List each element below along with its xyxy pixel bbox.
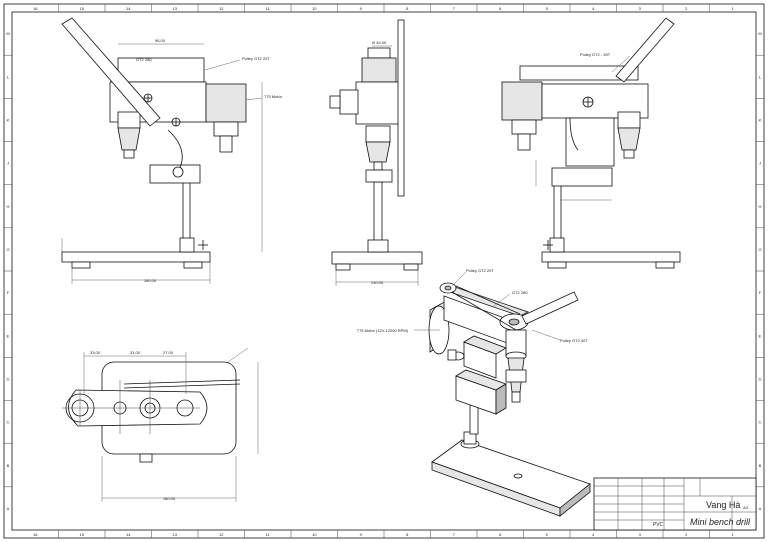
zone-row-label: K — [759, 117, 762, 122]
title-block: Vang Hà Mini bench drill PVC A3 — [593, 477, 757, 531]
front-base-dim: 180.00 — [144, 278, 157, 283]
zone-row-label: D — [7, 376, 10, 381]
zone-column-label: 4 — [592, 6, 595, 11]
zone-row-label: F — [759, 290, 762, 295]
zone-row-label: C — [7, 420, 10, 425]
zone-column-label: 7 — [453, 532, 456, 537]
front-width-dim: 96.00 — [155, 38, 166, 43]
title-drawing-name: Mini bench drill — [690, 517, 751, 527]
zone-row-label: G — [758, 247, 761, 252]
zone-column-label: 8 — [406, 532, 409, 537]
zone-column-label: 15 — [80, 6, 85, 11]
zone-row-label: L — [7, 74, 10, 79]
rear-pulley-label: Pulley GT2 - 40T — [580, 52, 611, 57]
zone-row-label: E — [759, 333, 762, 338]
side-base-dim: 130.00 — [371, 280, 384, 285]
zone-column-label: 13 — [173, 532, 178, 537]
zone-column-label: 13 — [173, 6, 178, 11]
zone-row-label: A — [7, 506, 10, 511]
zone-row-label: B — [759, 463, 762, 468]
zone-row-label: J — [7, 161, 9, 166]
zone-column-label: 2 — [685, 532, 688, 537]
zone-row-label: J — [759, 161, 761, 166]
zone-column-label: 15 — [80, 532, 85, 537]
zone-row-label: M — [758, 31, 761, 36]
zone-column-label: 6 — [499, 532, 502, 537]
zone-row-label: L — [759, 74, 762, 79]
title-author: Vang Hà — [706, 500, 740, 510]
zone-row-label: F — [7, 290, 10, 295]
zone-row-label: H — [7, 204, 10, 209]
rear-view: Pulley GT2 - 40T — [501, 17, 681, 269]
zone-row-label: C — [759, 420, 762, 425]
top-d3-dim: 27.00 — [163, 350, 174, 355]
zone-column-label: 7 — [453, 6, 456, 11]
zone-row-label: A — [759, 506, 762, 511]
zone-column-label: 5 — [546, 6, 549, 11]
iso-motor-label: 775 Motor (12V-12000 RPM) — [357, 328, 409, 333]
zone-row-label: K — [7, 117, 10, 122]
zone-column-label: 14 — [126, 532, 131, 537]
side-top-dim: Ø 40.00 — [372, 40, 387, 45]
front-motor-label: 775 Motor — [264, 94, 283, 99]
top-d2-dim: 31.00 — [130, 350, 141, 355]
iso-gt2-label: GT2 280 — [512, 290, 528, 295]
zone-column-label: 11 — [266, 532, 271, 537]
zone-column-label: 3 — [639, 532, 642, 537]
zone-column-label: 2 — [685, 6, 688, 11]
title-material: PVC — [653, 522, 664, 528]
zone-column-label: 14 — [126, 6, 131, 11]
zone-column-label: 5 — [546, 532, 549, 537]
zone-column-label: 6 — [499, 6, 502, 11]
front-view: 180.00 96.00 GT2 280 Pulley GT2 20T 775 … — [61, 17, 283, 284]
zone-row-label: D — [759, 376, 762, 381]
title-sheet-size: A3 — [743, 505, 749, 510]
zone-column-label: 9 — [360, 6, 363, 11]
iso-pulley-20t-label: Pulley GT2 20T — [466, 268, 494, 273]
zone-column-label: 12 — [219, 532, 224, 537]
zone-row-label: M — [6, 31, 9, 36]
zone-column-label: 10 — [312, 6, 317, 11]
zone-column-label: 1 — [732, 6, 735, 11]
zone-column-label: 16 — [33, 532, 38, 537]
top-view: 180.00 33.00 31.00 27.00 — [62, 347, 259, 502]
zone-column-label: 1 — [732, 532, 735, 537]
zone-column-label: 9 — [360, 532, 363, 537]
zone-column-label: 12 — [219, 6, 224, 11]
zone-column-label: 4 — [592, 532, 595, 537]
isometric-view: Pulley GT2 20T GT2 280 775 Motor (12V-12… — [357, 268, 591, 517]
iso-pulley-40t-label: Pulley GT2 40T — [560, 338, 588, 343]
front-pulley-label: Pulley GT2 20T — [242, 56, 270, 61]
zone-column-label: 8 — [406, 6, 409, 11]
zone-row-label: B — [7, 463, 10, 468]
top-len-dim: 180.00 — [163, 496, 176, 501]
zone-column-label: 10 — [312, 532, 317, 537]
zone-column-label: 11 — [266, 6, 271, 11]
front-gt2-label: GT2 280 — [136, 57, 152, 62]
zone-row-label: H — [759, 204, 762, 209]
zone-row-label: E — [7, 333, 10, 338]
side-view: 130.00 Ø 40.00 — [329, 19, 423, 286]
zone-column-label: 3 — [639, 6, 642, 11]
zone-column-label: 16 — [33, 6, 38, 11]
top-d1-dim: 33.00 — [90, 350, 101, 355]
zone-row-label: G — [6, 247, 9, 252]
zone-marks: 1616151514141313121211111010998877665544… — [4, 4, 764, 538]
